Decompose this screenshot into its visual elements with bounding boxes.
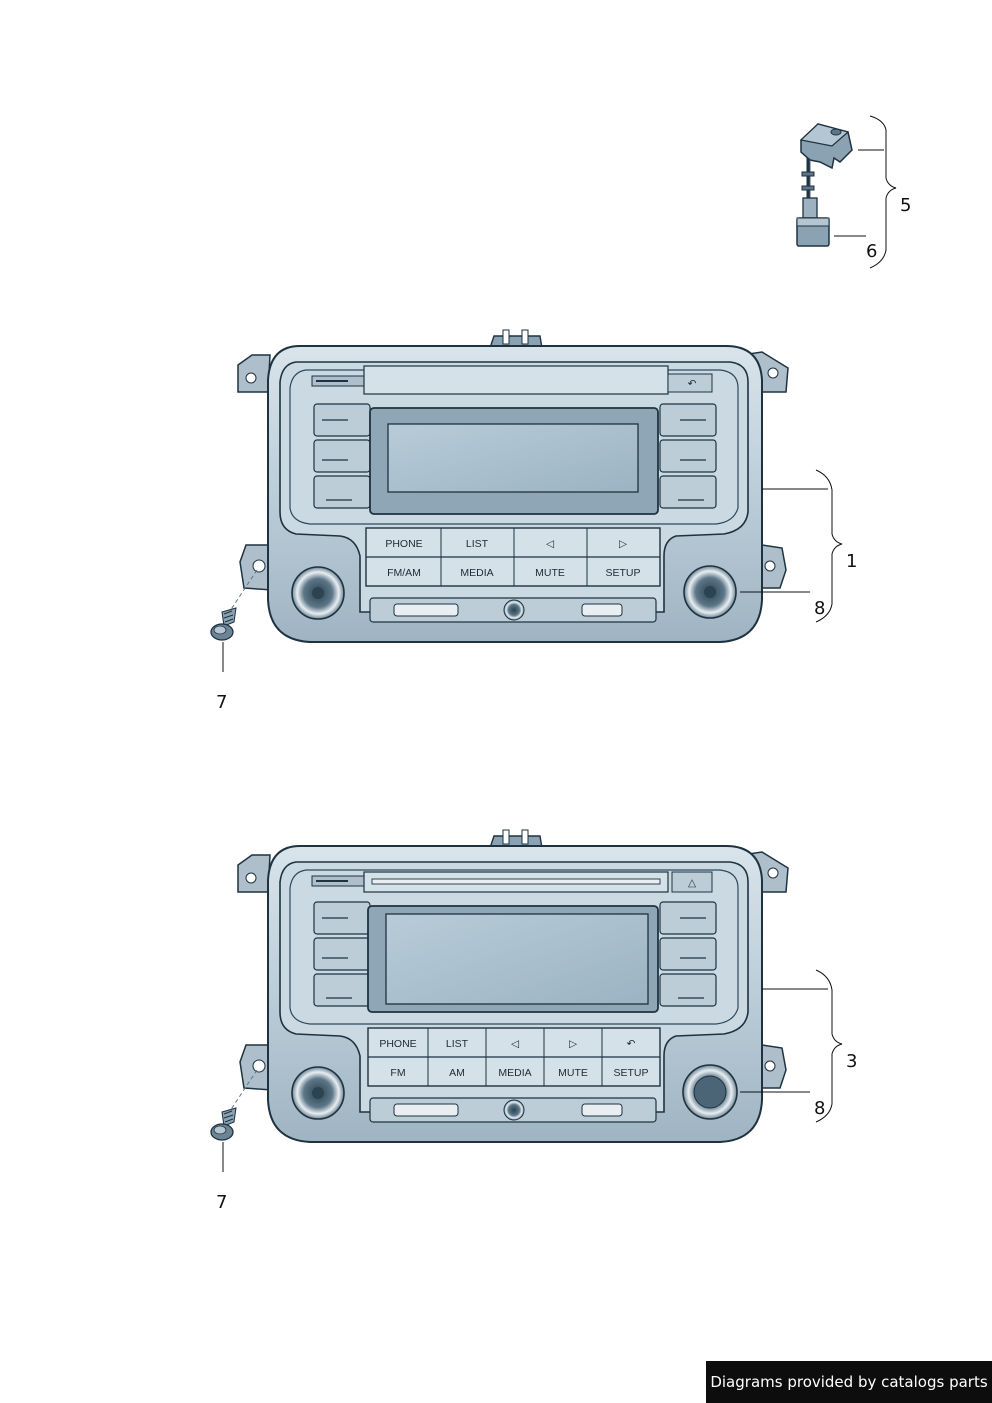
callout-6: 6 (866, 241, 877, 262)
list-button: LIST (466, 538, 489, 550)
callout-1: 1 (846, 551, 857, 572)
media-button: MEDIA (498, 1067, 531, 1079)
side-buttons-right (659, 403, 717, 509)
aux-jack (503, 1099, 525, 1121)
mute-button: MUTE (535, 567, 565, 579)
eject-icon: △ (688, 877, 697, 889)
media-button: MEDIA (460, 567, 493, 579)
mute-button: MUTE (558, 1067, 588, 1079)
aux-jack (503, 599, 525, 621)
setup-button: SETUP (613, 1067, 648, 1079)
callout-8-top: 8 (814, 598, 825, 619)
prev-button: ◁ (546, 538, 555, 550)
side-buttons-right (659, 901, 717, 1007)
callout-8-bottom: 8 (814, 1098, 825, 1119)
next-button: ▷ (619, 538, 628, 550)
next-button: ▷ (569, 1038, 578, 1050)
phone-button: PHONE (385, 538, 422, 550)
return-arrow-icon: ↶ (688, 378, 697, 390)
attribution-text: Diagrams provided by catalogs parts (710, 1373, 988, 1391)
screw-top (210, 569, 258, 672)
screw-bottom (210, 1069, 258, 1172)
phone-button: PHONE (379, 1038, 416, 1050)
callout-5: 5 (900, 195, 911, 216)
callout-7-top: 7 (216, 692, 227, 713)
prev-button: ◁ (511, 1038, 520, 1050)
callout-3: 3 (846, 1051, 857, 1072)
side-buttons-left (313, 403, 371, 509)
callout-leaders-bottom (740, 969, 843, 1123)
list-button: LIST (446, 1038, 469, 1050)
fm-button: FM (390, 1067, 405, 1079)
setup-button: SETUP (605, 567, 640, 579)
display-screen (387, 423, 639, 493)
fm-am-button: FM/AM (387, 567, 421, 579)
callout-7-bottom: 7 (216, 1192, 227, 1213)
callout-leaders-top (740, 469, 843, 623)
side-buttons-left (313, 901, 371, 1007)
antenna-adapter-part (796, 123, 853, 247)
display-screen (385, 913, 649, 1005)
attribution-banner: Diagrams provided by catalogs parts (706, 1361, 992, 1403)
back-button: ↶ (627, 1038, 636, 1050)
callout-leaders-5-6 (834, 115, 897, 269)
radio-unit-top: ↶ PHONE LIST ◁ ▷ FM/A (237, 329, 789, 643)
am-button: AM (449, 1067, 465, 1079)
radio-unit-bottom: △ PHONE LIST ◁ ▷ ↶ FM AM (237, 829, 789, 1143)
